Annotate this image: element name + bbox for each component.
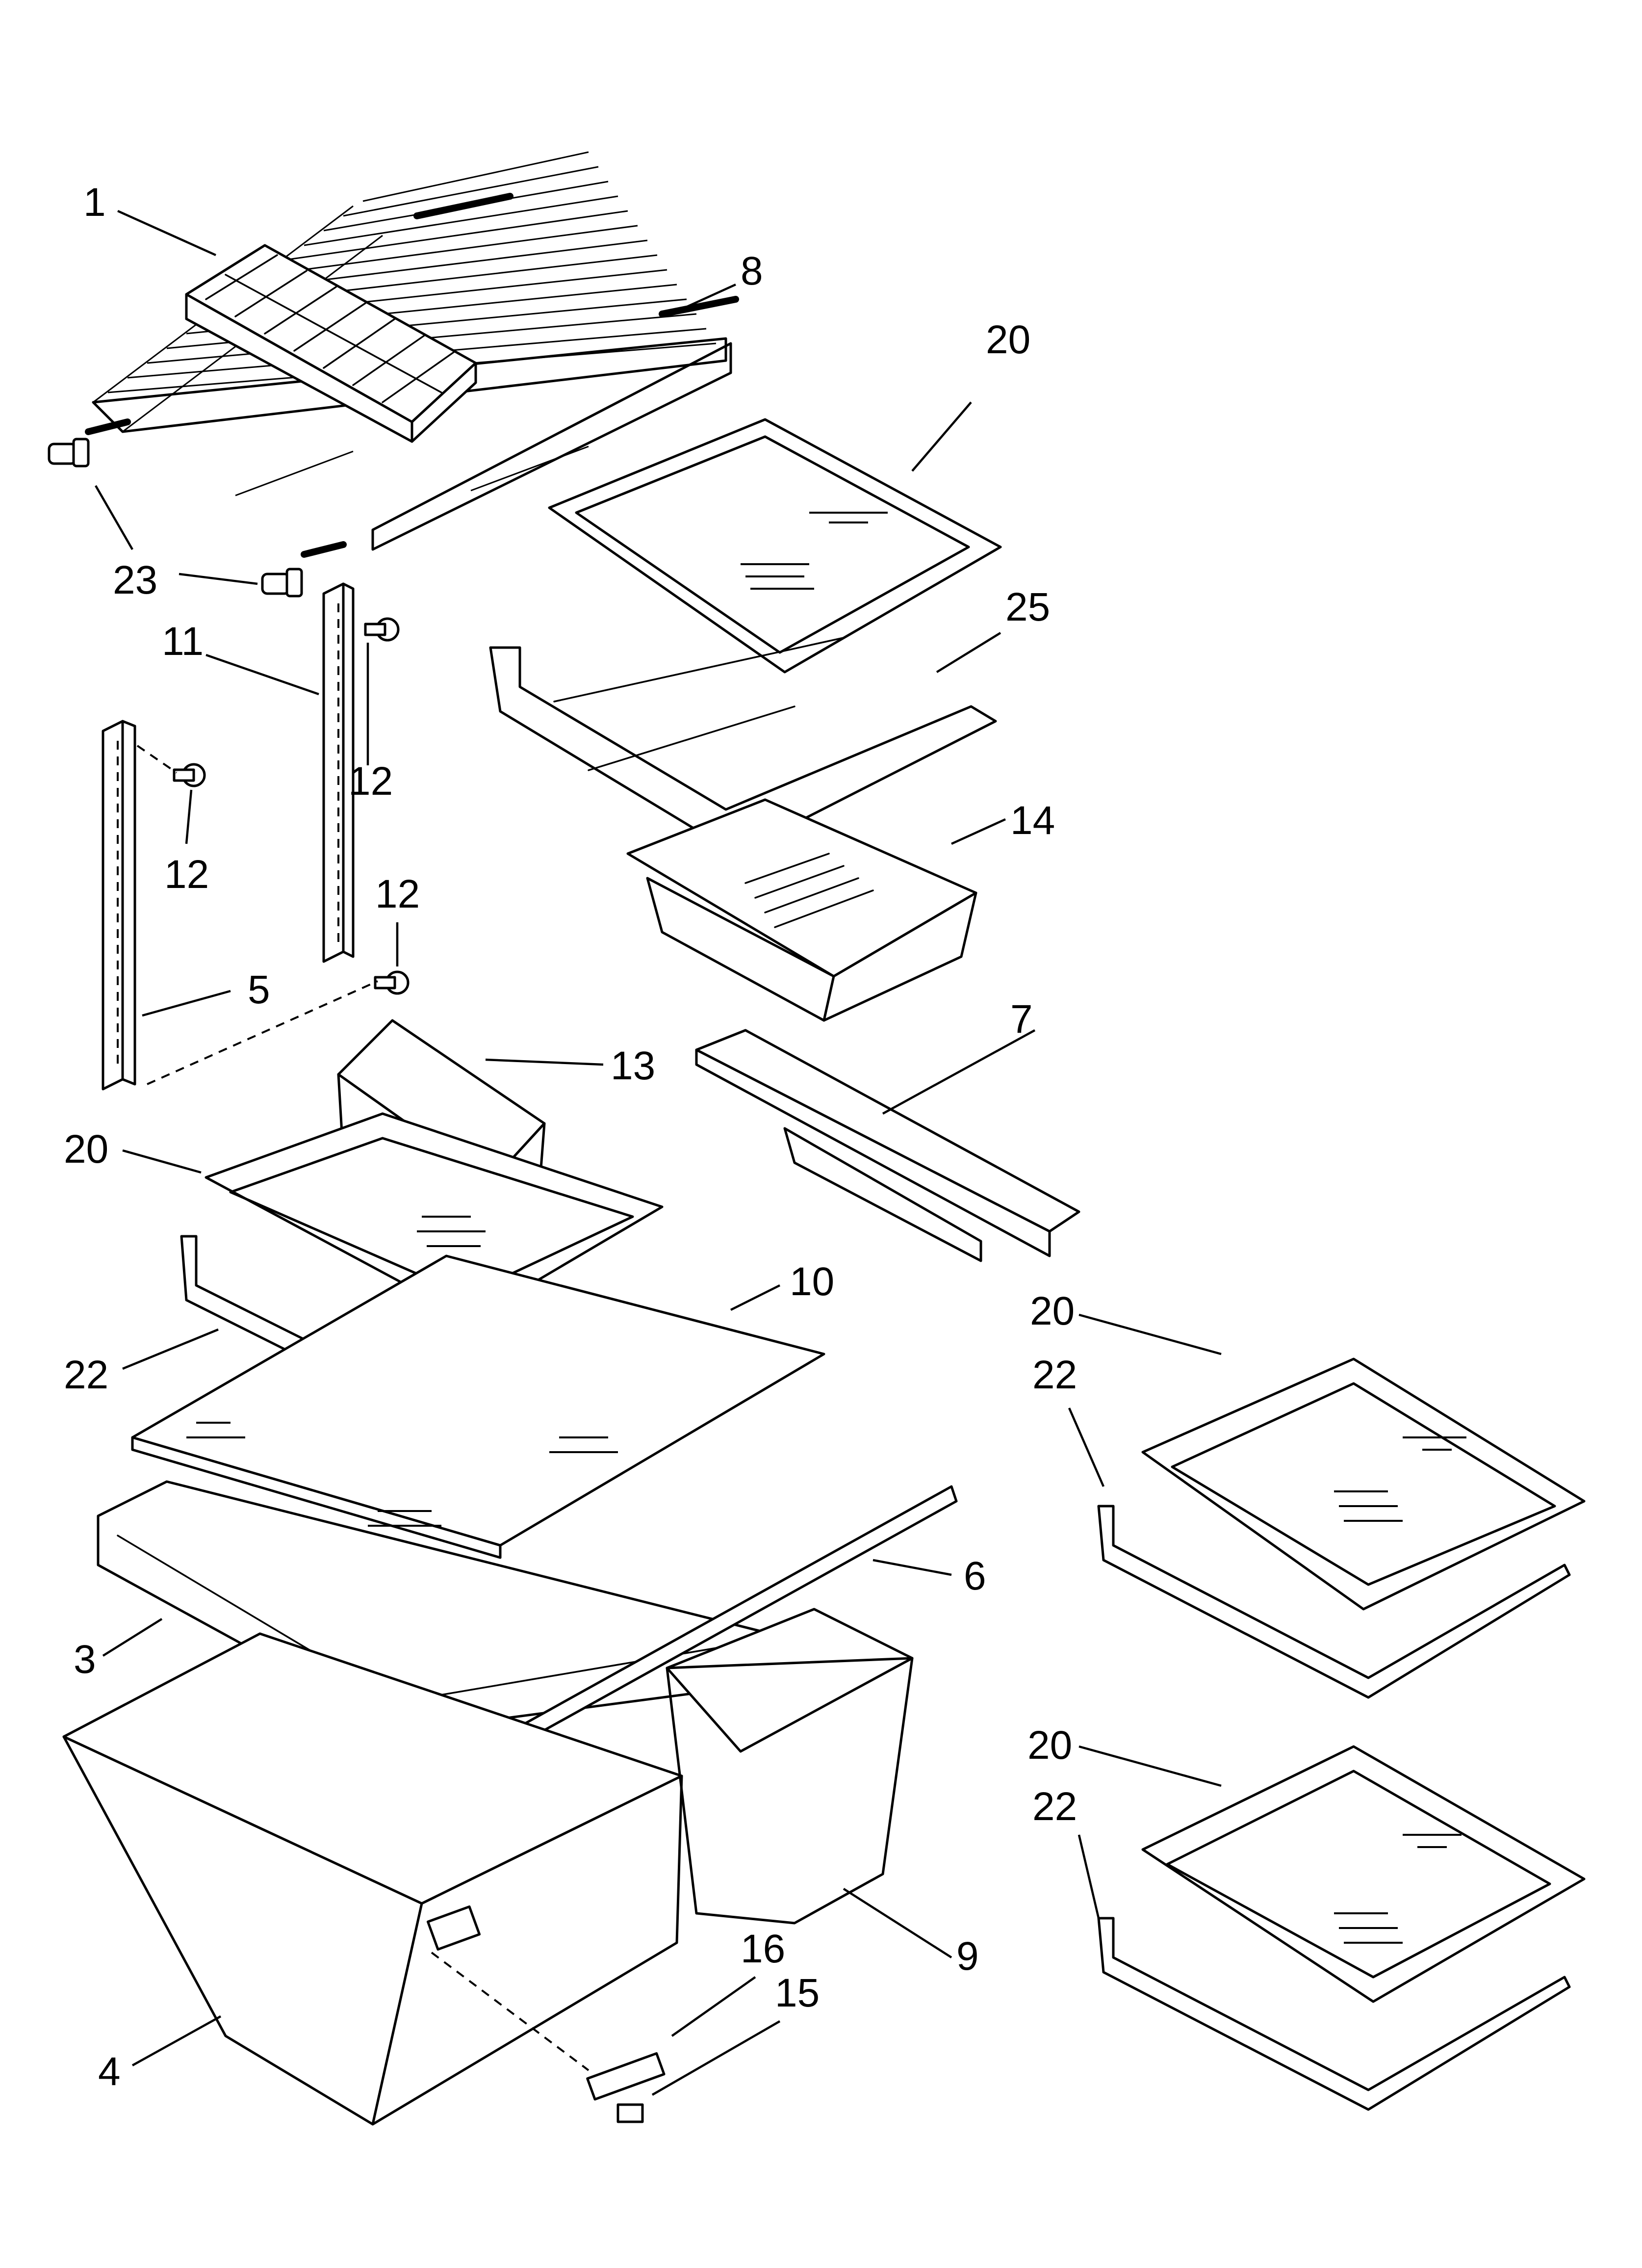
callout-16: 16 <box>741 1927 785 1971</box>
callout-12: 12 <box>164 852 209 897</box>
right-glass-shelf-part <box>1141 1357 1586 1611</box>
ice-tray-cells <box>205 254 455 403</box>
callout-7: 7 <box>1010 997 1033 1042</box>
callout-11: 11 <box>162 619 204 664</box>
callout-14: 14 <box>1010 798 1055 843</box>
callout-20: 20 <box>1027 1723 1072 1768</box>
callout-22: 22 <box>1032 1784 1077 1829</box>
callout-4: 4 <box>98 2049 121 2094</box>
callout-5: 5 <box>248 967 270 1012</box>
pan-ribs <box>744 853 874 928</box>
callout-22: 22 <box>1032 1353 1077 1397</box>
callout-23: 23 <box>113 558 157 602</box>
callout-20: 20 <box>986 317 1030 362</box>
right-lower-shelf-frame-part <box>1097 1917 1571 2111</box>
callout-25: 25 <box>1005 585 1050 629</box>
right-lower-glass-shelf-part <box>1141 1745 1586 2003</box>
glass-shelf-part <box>548 418 1002 674</box>
mounting-screw-part <box>136 617 410 1085</box>
crisper-cover-glass-part <box>131 1254 825 1559</box>
humidity-control-part <box>431 1952 666 2123</box>
callout-8: 8 <box>741 249 763 293</box>
callout-6: 6 <box>964 1554 986 1598</box>
callout-20: 20 <box>64 1127 108 1172</box>
callout-12: 12 <box>348 759 393 804</box>
shelf-end-cap-part <box>48 438 303 598</box>
drawer-slide-rail-part <box>695 1029 1080 1262</box>
meat-pan-drawer-part <box>626 798 977 1022</box>
ice-cube-tray-part <box>185 244 477 443</box>
callout-12: 12 <box>375 872 420 916</box>
callout-13: 13 <box>611 1043 655 1088</box>
callout-1: 1 <box>83 180 106 225</box>
callout-15: 15 <box>775 1971 820 2015</box>
shelf-frame-part <box>489 637 997 855</box>
callout-22: 22 <box>64 1353 108 1397</box>
callout-10: 10 <box>790 1259 834 1304</box>
left-glass-shelf-part <box>205 1112 664 1321</box>
callout-20: 20 <box>1030 1289 1075 1333</box>
left-crisper-drawer-part <box>62 1632 683 2126</box>
callout-9: 9 <box>956 1934 979 1979</box>
shelf-support-rail-part <box>102 582 355 1091</box>
right-crisper-drawer-part <box>666 1608 914 1925</box>
callout-labels: 1 8 20 23 11 25 12 12 12 14 5 7 13 20 10… <box>64 180 1077 2094</box>
leader-lines <box>95 209 1222 2096</box>
callout-3: 3 <box>74 1637 96 1682</box>
right-shelf-frame-part <box>1097 1505 1571 1699</box>
